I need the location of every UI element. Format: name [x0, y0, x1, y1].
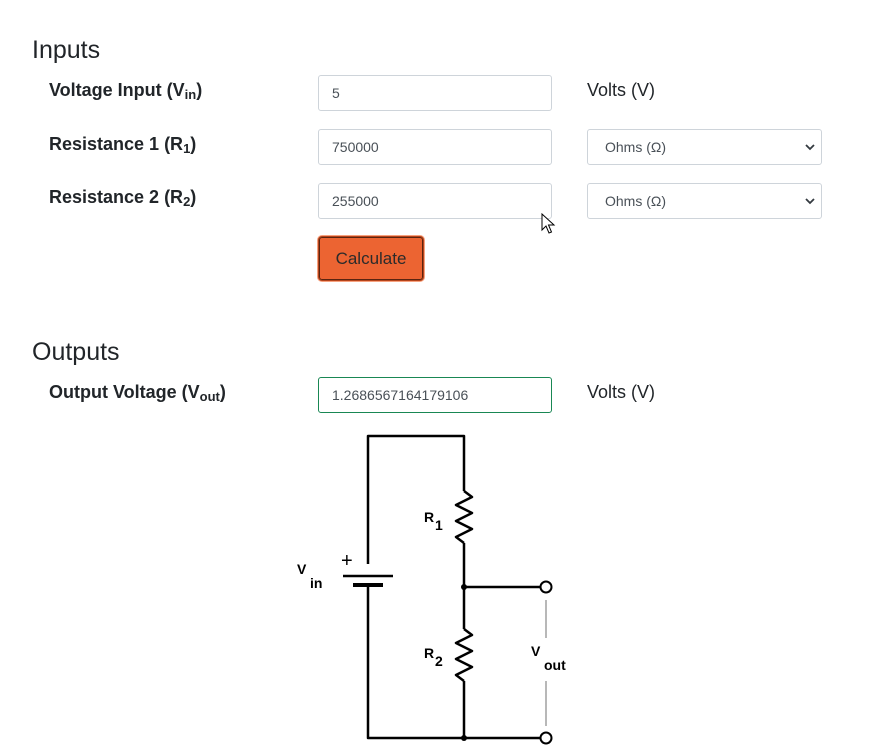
- chevron-down-icon: [805, 198, 815, 205]
- vout-terminal-top: [539, 580, 553, 594]
- voltage-divider-diagram: + V in R 1 R 2 V out: [297, 434, 566, 745]
- r1-subscript: 1: [435, 517, 443, 533]
- inputs-heading: Inputs: [32, 36, 101, 64]
- r2-subscript: 2: [435, 653, 443, 669]
- vout-terminal-bottom: [539, 731, 553, 745]
- outputs-heading: Outputs: [32, 338, 120, 366]
- battery-plus-label: +: [341, 550, 353, 572]
- resistance-1-unit-value: Ohms (Ω): [605, 139, 667, 155]
- mouse-pointer-icon: [541, 213, 556, 234]
- output-voltage-label: Output Voltage (Vout): [49, 382, 226, 404]
- resistance-2-label: Resistance 2 (R2): [49, 187, 197, 209]
- resistor-r2: [454, 628, 474, 682]
- r1-label: R: [424, 509, 434, 525]
- r2-label: R: [424, 645, 434, 661]
- voltage-input-label: Voltage Input (Vin): [49, 80, 203, 102]
- calculate-button[interactable]: Calculate: [318, 236, 424, 281]
- vin-subscript: in: [310, 575, 322, 591]
- resistance-2-field[interactable]: [318, 183, 552, 219]
- vin-label: V: [297, 561, 307, 577]
- vout-label: V: [531, 643, 541, 659]
- junction-node-top: [461, 584, 467, 590]
- resistance-1-label: Resistance 1 (R1): [49, 134, 197, 156]
- resistor-r1: [454, 490, 474, 544]
- resistance-2-unit-value: Ohms (Ω): [605, 193, 667, 209]
- resistance-1-unit-select[interactable]: Ohms (Ω): [587, 129, 822, 165]
- wire-bottom: [366, 584, 466, 740]
- wire-top: [366, 434, 466, 564]
- resistance-1-field[interactable]: [318, 129, 552, 165]
- voltage-unit-label: Volts (V): [587, 80, 656, 100]
- output-voltage-field[interactable]: [318, 377, 552, 413]
- output-voltage-unit-label: Volts (V): [587, 382, 656, 402]
- junction-node-bottom: [461, 735, 467, 741]
- chevron-down-icon: [805, 144, 815, 151]
- resistance-2-unit-select[interactable]: Ohms (Ω): [587, 183, 822, 219]
- voltage-input-field[interactable]: [318, 75, 552, 111]
- vout-subscript: out: [544, 657, 566, 673]
